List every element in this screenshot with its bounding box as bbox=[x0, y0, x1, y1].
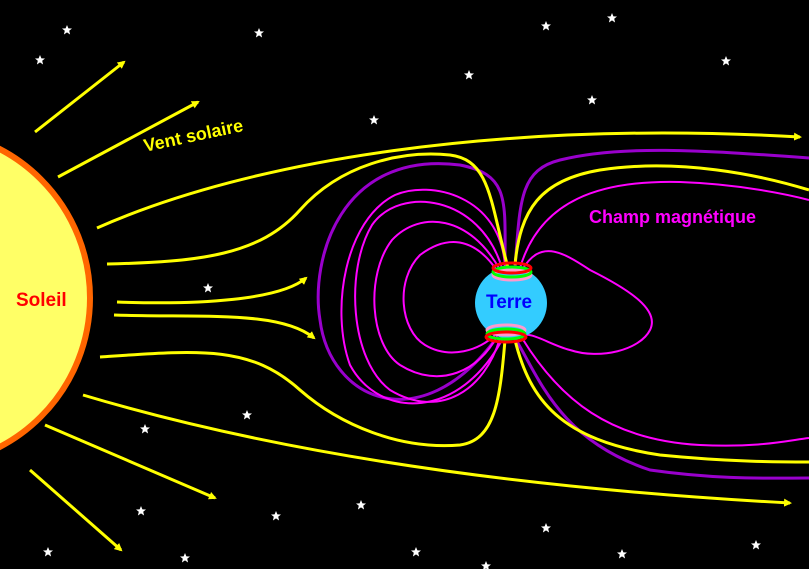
aurora-south bbox=[484, 323, 528, 344]
magnetopause bbox=[316, 148, 809, 480]
sun-label: Soleil bbox=[16, 290, 67, 311]
earth bbox=[475, 267, 547, 339]
magnetic-field-label: Champ magnétique bbox=[589, 207, 757, 227]
sun bbox=[0, 145, 93, 451]
stars bbox=[35, 13, 761, 569]
aurora-north bbox=[491, 261, 533, 282]
magnetic-field-lines bbox=[340, 180, 809, 447]
earth-label: Terre bbox=[486, 292, 533, 313]
solar-wind-lines bbox=[29, 60, 809, 552]
